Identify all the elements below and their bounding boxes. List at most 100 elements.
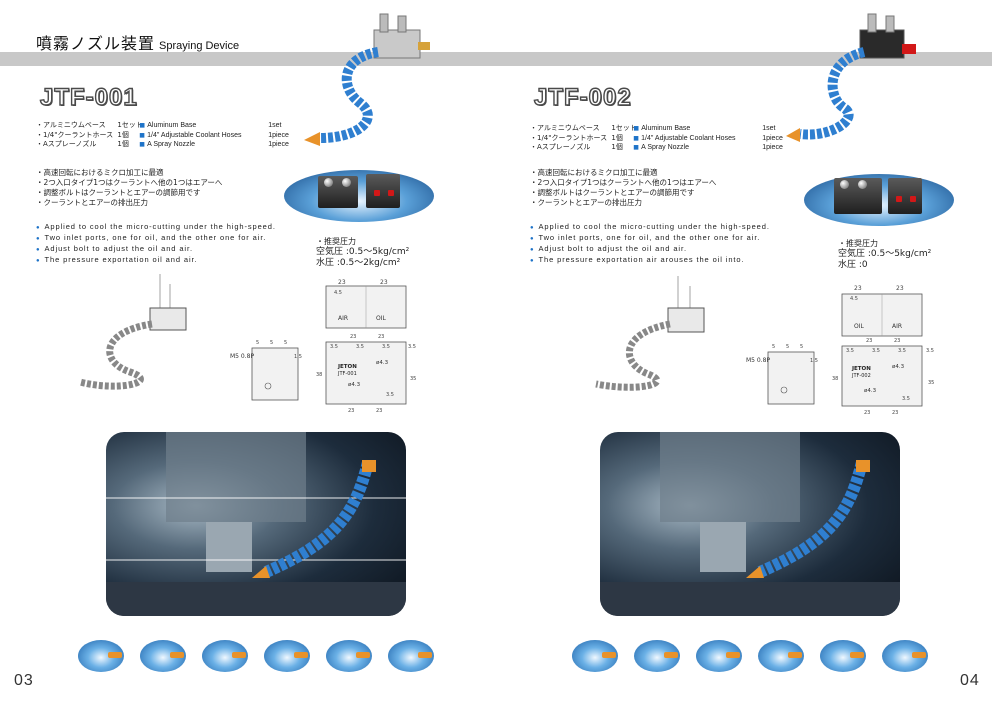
bullet-dot-icon: ●	[36, 247, 41, 253]
part-qty-jp: 1個	[117, 140, 129, 148]
thread-label: M5 0.8P	[746, 357, 770, 364]
dim-label: 1.5	[810, 358, 818, 364]
pressure-heading: ・推奨圧力	[316, 237, 356, 246]
part-name-jp: ・アルミニウムベース	[530, 124, 600, 132]
hose-assembly-illustration	[304, 13, 430, 146]
spindle-head	[166, 432, 306, 522]
feature-text: Adjust bolt to adjust the oil and air.	[44, 244, 193, 253]
dim-label: 23	[378, 334, 384, 340]
bullet-square-icon: ■	[633, 134, 639, 142]
list-item: ・クーラントとエアーの排出圧力	[530, 198, 643, 207]
photo-nozzle-icon	[746, 566, 764, 578]
list-item: ●Two inlet ports, one for oil, and the o…	[530, 233, 770, 244]
list-item: ・クーラントとエアーの排出圧力	[36, 198, 149, 207]
bullet-square-icon: ■	[633, 144, 639, 151]
dim-label: 23	[864, 410, 870, 416]
dim-label: 38	[316, 372, 322, 378]
spray-thumb	[326, 640, 372, 672]
plate-model: JTF-002	[851, 373, 871, 379]
bullet-dot-icon: ●	[530, 247, 535, 253]
adjust-knob-icon	[840, 180, 849, 189]
port-label-right: OIL	[376, 315, 386, 322]
dim-label: 35	[928, 380, 934, 386]
spray-pattern-thumbnails	[572, 640, 928, 672]
list-item: ・Aスプレーノズル 1個 ■ A Spray Nozzle 1piece	[530, 143, 790, 153]
manifold-block	[859, 29, 905, 59]
dimension-drawing: 23 23 4.5 OIL AIR 5 5 5 1.5 M5 0.8P JETO…	[746, 285, 934, 416]
dim-label: 4.5	[850, 296, 858, 302]
list-item: ・2つ入口タイプ1つはクーラントへ他の1つはエアーへ	[530, 178, 717, 187]
list-item: ・1/4"クーラントホース 1個 ■ 1/4" Adjustable Coola…	[530, 134, 790, 144]
list-item: ・アルミニウムベース 1セット ■ Aluminum Base 1set	[530, 124, 790, 134]
part-name-en: Aluminum Base	[147, 122, 197, 129]
adjust-bolt-icon	[397, 15, 407, 33]
inlet-port-icon	[388, 190, 394, 196]
dim-label: 23	[894, 338, 900, 344]
sketch-hose	[79, 320, 153, 390]
dim-label: 23	[376, 408, 382, 414]
part-qty-en: 1set	[268, 122, 282, 129]
pressure-heading: ・推奨圧力	[838, 239, 878, 248]
section-title-jp: 噴霧ノズル装置	[36, 34, 156, 53]
sketch-hose	[595, 320, 671, 391]
dim-label: 23	[892, 410, 898, 416]
list-item: ・調整ボルトはクーラントとエアーの調節用です	[36, 188, 201, 197]
list-item: ●Adjust bolt to adjust the oil and air.	[36, 244, 276, 255]
part-qty-jp: 1セット	[117, 121, 143, 129]
part-name-en: Aluminum Base	[641, 125, 691, 132]
bullet-dot-icon: ●	[36, 225, 41, 231]
spray-thumb	[140, 640, 186, 672]
spray-thumb	[758, 640, 804, 672]
dim-label: 3.5	[382, 344, 390, 350]
dim-label: 5	[270, 340, 273, 346]
fitting-icon	[418, 42, 430, 50]
machining-photo	[600, 432, 900, 616]
dim-label: 5	[256, 340, 259, 346]
part-name-en: 1/4" Adjustable Coolant Hoses	[147, 131, 242, 139]
model-title: JTF-002	[533, 83, 632, 111]
adjust-knob-icon	[342, 178, 351, 187]
hose-assembly-illustration	[786, 13, 916, 142]
plate-brand: JETON	[851, 366, 871, 372]
parts-list: ・アルミニウムベース 1セット ■ Aluminum Base 1set ・1/…	[530, 124, 790, 153]
photo-hose	[757, 460, 868, 578]
bore-label: ø4.3	[892, 364, 905, 370]
list-item: ●Adjust bolt to adjust the oil and air.	[530, 244, 770, 255]
air-pressure: 空気圧 :0.5～5kg/cm²	[838, 249, 932, 259]
product-photo	[804, 174, 954, 226]
list-item: ●Applied to cool the micro-cutting under…	[530, 222, 770, 233]
dim-label: 23	[350, 334, 356, 340]
inlet-port-icon	[896, 196, 902, 202]
part-name-en: A Spray Nozzle	[147, 141, 195, 148]
dim-label: 4.5	[334, 290, 342, 296]
adjust-bolt-icon	[867, 13, 877, 33]
water-pressure: 水圧 :0	[838, 260, 868, 270]
list-item: ・2つ入口タイプ1つはクーラントへ他の1つはエアーへ	[36, 178, 223, 187]
bore-label: ø4.3	[348, 382, 361, 388]
part-qty-jp: 1個	[611, 143, 623, 151]
features-jp: ・高速回転におけるミクロ加工に最適 ・2つ入口タイプ1つはクーラントへ他の1つは…	[36, 168, 222, 208]
spray-thumb	[634, 640, 680, 672]
feature-text: Two inlet ports, one for oil, and the ot…	[44, 233, 267, 242]
part-name-en: A Spray Nozzle	[641, 144, 689, 151]
plate-brand: JETON	[337, 364, 357, 370]
spray-nozzle-icon	[304, 132, 320, 146]
bullet-square-icon: ■	[139, 141, 145, 148]
feature-text: The pressure exportation oil and air.	[44, 255, 198, 264]
feature-text: Applied to cool the micro-cutting under …	[538, 222, 770, 231]
bullet-dot-icon: ●	[36, 258, 41, 264]
list-item: ・調整ボルトはクーラントとエアーの調節用です	[530, 188, 695, 197]
sketch-block	[149, 307, 187, 331]
bullet-square-icon: ■	[139, 131, 145, 139]
recommended-pressure: ・推奨圧力 空気圧 :0.5～5kg/cm² 水圧 :0	[838, 238, 931, 271]
recommended-pressure: ・推奨圧力 空気圧 :0.5～5kg/cm² 水圧 :0.5～2kg/cm²	[316, 236, 409, 269]
spray-thumb	[264, 640, 310, 672]
coolant-hose	[799, 47, 866, 140]
photo-hose	[263, 460, 374, 578]
work-table	[106, 582, 406, 616]
bullet-dot-icon: ●	[530, 258, 535, 264]
dim-label: 5	[284, 340, 287, 346]
fitting-icon	[902, 44, 916, 54]
bore-label: ø4.3	[376, 360, 389, 366]
